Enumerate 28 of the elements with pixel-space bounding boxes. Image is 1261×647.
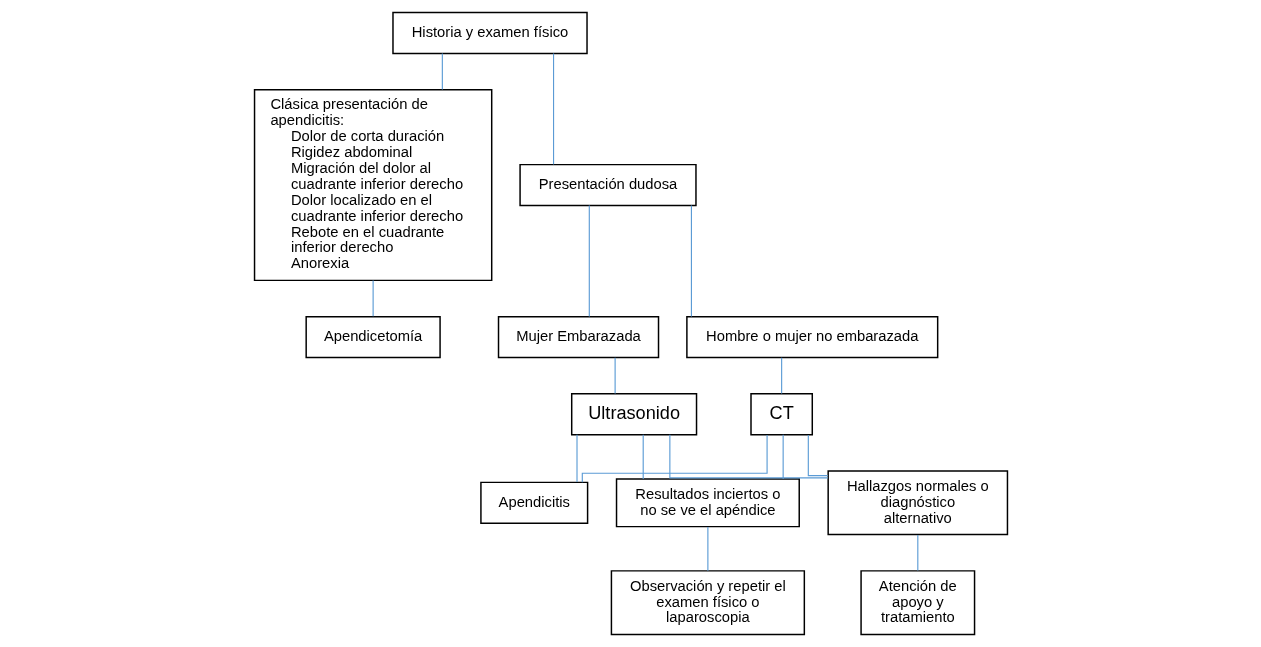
connector <box>372 279 374 317</box>
connector <box>575 434 578 483</box>
node-box: Clásica presentación de apendicitis: Dolor de corta duración Rigidez abdominal Migración del dolor al cuadrante inferior derecho Dolor localizado en el cuadrante inferior derecho Rebote en el cuadrante inferior derecho Anorexia <box>253 89 492 282</box>
connector <box>780 357 782 395</box>
connector <box>807 434 828 477</box>
connector <box>614 357 616 395</box>
node-box: Presentación dudosa <box>518 163 697 207</box>
node-box: Resultados inciertos o no se ve el apéndice <box>615 478 800 528</box>
node-box: Observación y repetir el examen físico o laparoscopia <box>610 570 805 636</box>
node-box: Hallazgos normales o diagnóstico alternativo <box>826 470 1008 536</box>
connector <box>552 52 554 165</box>
connector <box>642 434 644 480</box>
node-box: Ultrasonido <box>570 393 697 436</box>
node-box: Mujer Embarazada <box>497 315 659 359</box>
node-box: Apendicitis <box>479 481 588 524</box>
connector <box>782 434 784 480</box>
node-box: Atención de apoyo y tratamiento <box>859 570 975 636</box>
node-box: Hombre o mujer no embarazada <box>685 315 938 359</box>
node-box: CT <box>749 393 813 436</box>
connector <box>706 526 708 572</box>
connector <box>916 534 918 572</box>
node-box: Historia y examen físico <box>391 11 588 55</box>
node-box: Apendicetomía <box>304 315 441 359</box>
connector <box>441 52 443 91</box>
connector <box>581 434 768 483</box>
connector <box>668 434 828 479</box>
connector <box>588 205 590 317</box>
connector <box>690 205 692 317</box>
